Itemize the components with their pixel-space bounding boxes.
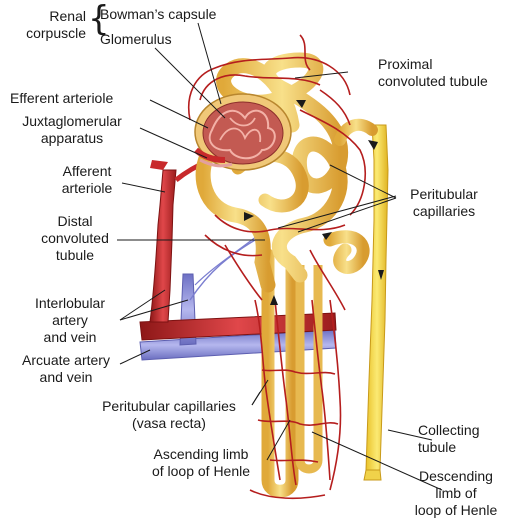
interlobular-artery-vein-label: Interlobular artery and vein xyxy=(34,295,106,345)
peritubular-capillaries-label: Peritubular capillaries xyxy=(410,186,478,219)
proximal-convoluted-tubule-label: Proximal convoluted tubule xyxy=(378,56,488,89)
vasa-recta-label: Peritubular capillaries (vasa recta) xyxy=(102,398,236,431)
descending-limb-label: Descending limb of loop of Henle xyxy=(414,468,498,518)
ascending-limb-label: Ascending limb of loop of Henle xyxy=(151,446,251,479)
distal-convoluted-tubule-label: Distal convoluted tubule xyxy=(41,213,109,263)
efferent-arteriole-label: Efferent arteriole xyxy=(10,90,114,106)
leader-lines xyxy=(117,22,443,491)
renal-corpuscle-shape xyxy=(194,93,292,171)
bowmans-capsule-label: Bowman’s capsule xyxy=(100,6,217,22)
renal-corpuscle-brace: { xyxy=(88,0,110,39)
capillary-network-shape xyxy=(188,34,366,500)
glomerulus-label: Glomerulus xyxy=(100,31,172,47)
arcuate-artery-vein-label: Arcuate artery and vein xyxy=(22,352,110,385)
collecting-tubule-label: Collecting tubule xyxy=(418,422,480,455)
flow-arrows xyxy=(244,100,384,305)
afferent-arteriole-label: Afferent arteriole xyxy=(61,163,113,196)
collecting-tubule-shape xyxy=(363,124,389,481)
juxtaglomerular-apparatus-label: Juxtaglomerular apparatus xyxy=(22,113,122,146)
renal-corpuscle-label: Renal corpuscle xyxy=(26,8,86,41)
